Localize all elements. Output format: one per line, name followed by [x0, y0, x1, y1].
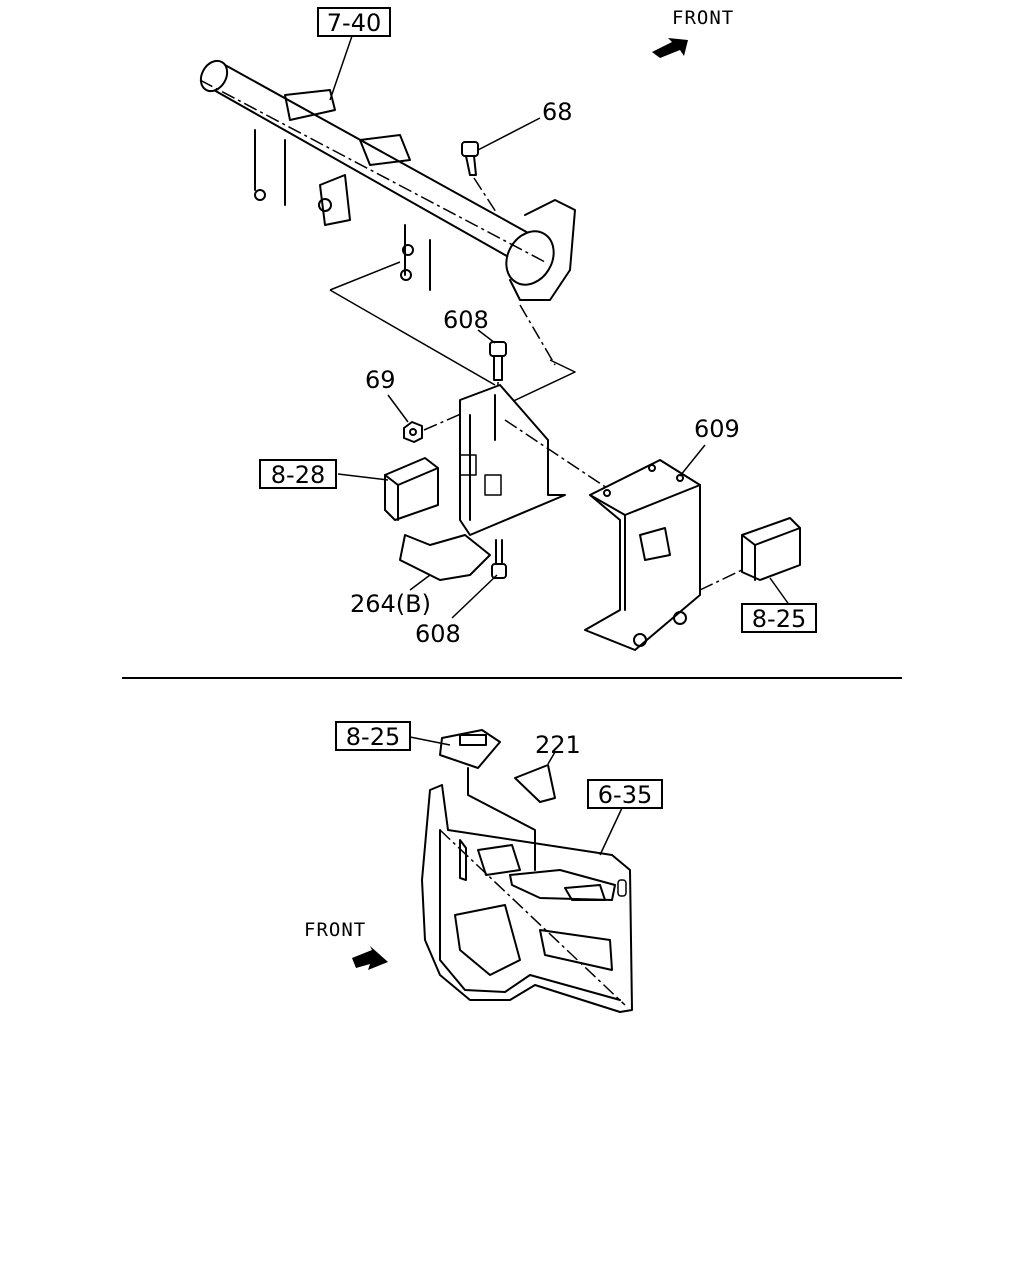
front-arrow-top-icon [652, 38, 688, 58]
ref-8-28: 8-28 [271, 461, 325, 489]
front-label-top: FRONT [672, 7, 734, 29]
cross-beam-tube [199, 59, 555, 286]
cover-221 [514, 751, 556, 803]
nut-69 [387, 394, 471, 443]
ref-box-8-25-lower [335, 721, 411, 751]
leader-264b [409, 574, 431, 591]
label-608-upper: 608 [443, 306, 489, 334]
label-221: 221 [535, 731, 581, 759]
ref-8-25-upper: 8-25 [752, 605, 806, 633]
bracket-264b [399, 384, 611, 581]
ref-6-35: 6-35 [598, 781, 652, 809]
door-trim-panel [421, 784, 633, 1013]
tube-brackets [254, 89, 576, 301]
label-608-lower: 608 [415, 620, 461, 648]
bracket-609 [584, 444, 706, 651]
front-arrow-bottom-icon [352, 946, 388, 970]
label-264b: 264(B) [350, 590, 431, 618]
ref-box-6-35 [587, 779, 663, 809]
relay-8-25 [699, 517, 801, 607]
label-609: 609 [694, 415, 740, 443]
switch-8-25 [409, 729, 536, 871]
ref-box-8-25-upper [741, 603, 817, 633]
ref-box-7-40 [317, 7, 391, 37]
bolt-68 [461, 117, 541, 213]
front-label-bottom: FRONT [304, 919, 366, 941]
leader-6-35 [599, 807, 623, 856]
ref-8-25-lower: 8-25 [346, 723, 400, 751]
label-69: 69 [365, 366, 396, 394]
bolt-608-lower [451, 539, 507, 619]
label-68: 68 [542, 98, 573, 126]
ref-7-40: 7-40 [327, 9, 381, 37]
ref-box-8-28 [259, 459, 337, 489]
module-8-28 [337, 457, 439, 521]
mount-outline [329, 261, 576, 406]
tube-ref-leader [329, 35, 353, 101]
